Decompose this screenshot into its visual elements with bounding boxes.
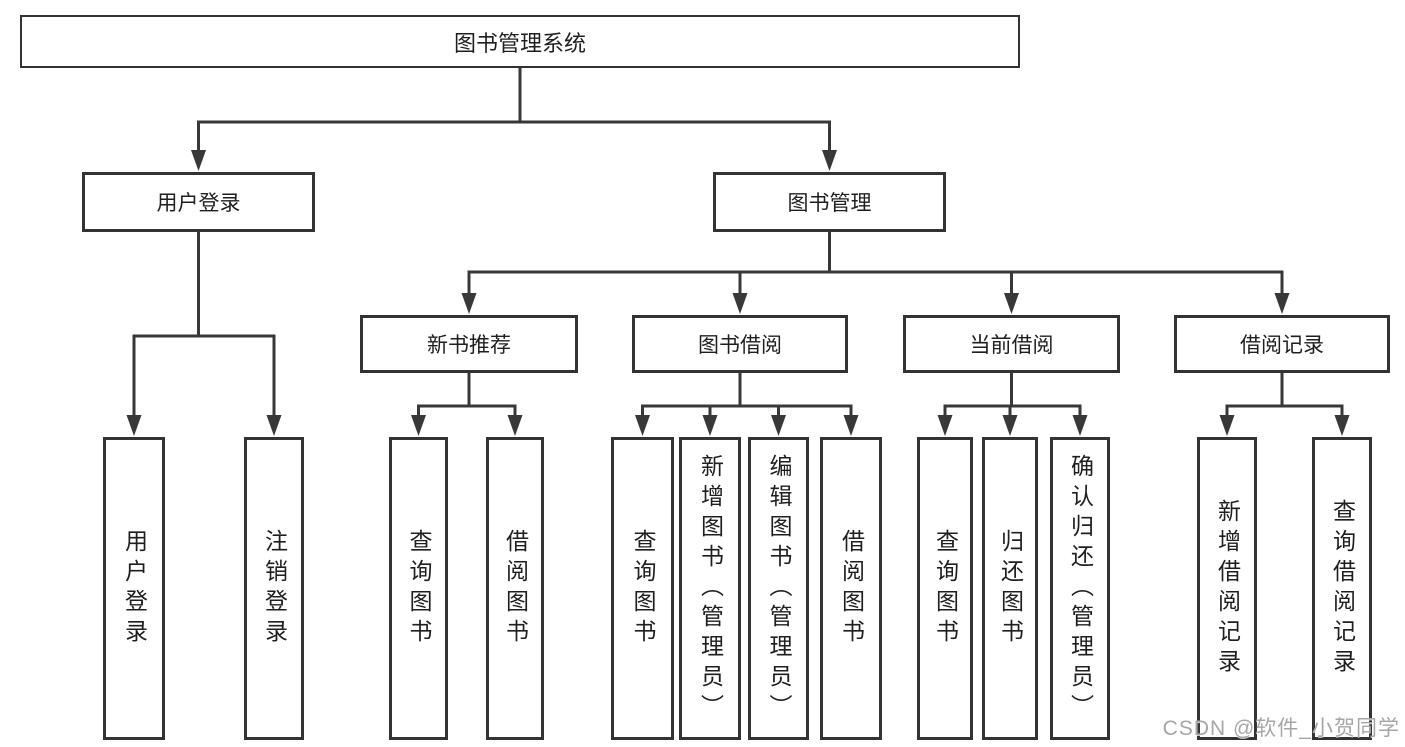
node-user-login-branch-label: 用户登录	[156, 192, 241, 215]
leaf-borrow-books-2-label: 借阅图书	[838, 528, 865, 649]
leaf-user-login: 用户登录	[103, 437, 165, 740]
leaf-logout-label: 注销登录	[261, 528, 288, 649]
node-library-management-system-label: 图书管理系统	[453, 30, 586, 56]
leaf-query-books-3: 查询图书	[917, 437, 973, 740]
leaf-edit-books-admin-label: 编辑图书（管理员）	[766, 453, 792, 724]
node-book-borrowing-label: 图书借阅	[698, 334, 782, 357]
leaf-confirm-return-admin: 确认归还（管理员）	[1050, 437, 1110, 740]
node-user-login-branch: 用户登录	[82, 172, 315, 232]
leaf-query-books-3-label: 查询图书	[932, 528, 959, 649]
leaf-query-borrow-record: 查询借阅记录	[1312, 437, 1372, 740]
leaf-borrow-books-1: 借阅图书	[486, 437, 544, 740]
leaf-user-login-label: 用户登录	[121, 528, 148, 649]
node-current-borrowing: 当前借阅	[903, 315, 1120, 373]
leaf-confirm-return-admin-label: 确认归还（管理员）	[1067, 453, 1094, 724]
leaf-query-books-1: 查询图书	[389, 437, 448, 740]
leaf-add-borrow-record: 新增借阅记录	[1197, 437, 1257, 740]
leaf-logout: 注销登录	[244, 437, 304, 740]
node-book-management-branch-label: 图书管理	[787, 192, 872, 215]
watermark: CSDN @软件_小贺同学	[1162, 717, 1400, 740]
arrowheads	[126, 150, 1350, 436]
node-borrowing-records: 借阅记录	[1174, 315, 1390, 373]
leaf-return-books-label: 归还图书	[997, 528, 1024, 649]
leaf-return-books: 归还图书	[982, 437, 1038, 740]
node-borrowing-records-label: 借阅记录	[1240, 334, 1324, 357]
node-book-management-branch: 图书管理	[713, 172, 946, 232]
leaf-query-books-2-label: 查询图书	[630, 528, 656, 649]
node-current-borrowing-label: 当前借阅	[969, 334, 1054, 357]
node-library-management-system: 图书管理系统	[20, 15, 1020, 68]
node-new-book-recommend: 新书推荐	[360, 315, 578, 373]
leaf-query-books-2: 查询图书	[611, 437, 674, 740]
leaf-borrow-books-1-label: 借阅图书	[502, 528, 529, 649]
leaf-add-books-admin: 新增图书（管理员）	[679, 437, 741, 740]
leaf-query-borrow-record-label: 查询借阅记录	[1329, 498, 1356, 679]
leaf-edit-books-admin: 编辑图书（管理员）	[748, 437, 809, 740]
leaf-query-books-1-label: 查询图书	[406, 528, 432, 649]
node-book-borrowing: 图书借阅	[632, 315, 848, 373]
leaf-add-books-admin-label: 新增图书（管理员）	[697, 453, 724, 724]
leaf-add-borrow-record-label: 新增借阅记录	[1214, 498, 1241, 679]
leaf-borrow-books-2: 借阅图书	[820, 437, 882, 740]
node-new-book-recommend-label: 新书推荐	[427, 334, 511, 357]
